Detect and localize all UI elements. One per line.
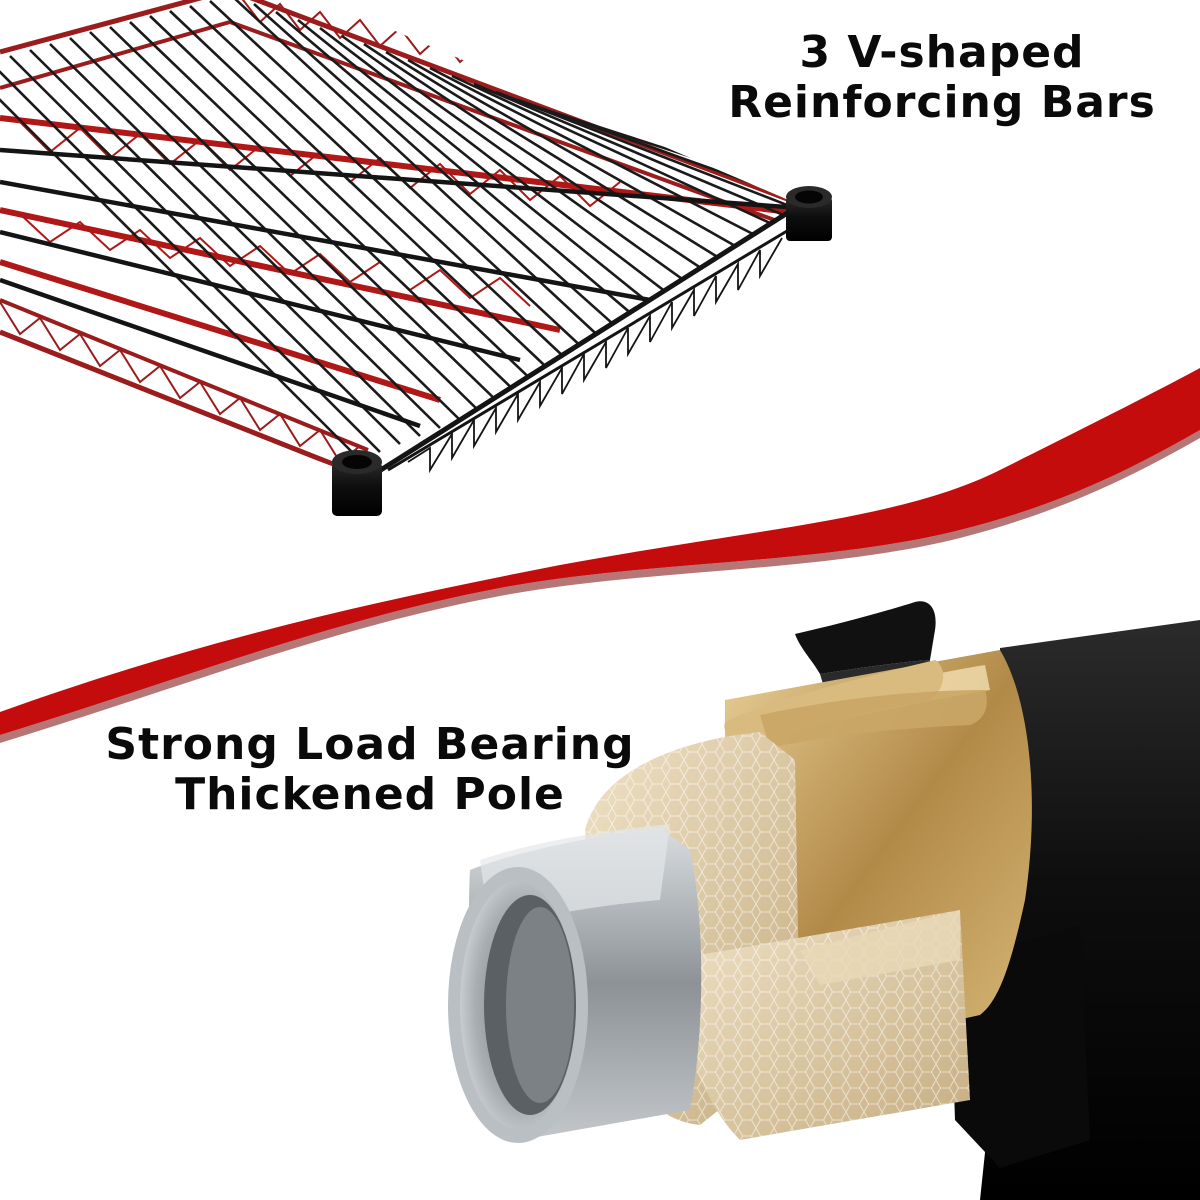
pole-layers-icon [448, 601, 1200, 1200]
headline-reinforcing-bars: 3 V-shaped Reinforcing Bars [712, 28, 1172, 127]
wire-shelf-icon [0, 0, 832, 516]
headline-top-line-2: Reinforcing Bars [728, 76, 1156, 128]
shelf-corner-sleeve [332, 450, 382, 516]
headline-bottom-line-1: Strong Load Bearing [105, 719, 635, 770]
headline-bottom-line-2: Thickened Pole [175, 768, 565, 820]
headline-top-line-1: 3 V-shaped [799, 27, 1085, 78]
shelf-corner-sleeve [786, 186, 832, 241]
headline-thickened-pole: Strong Load Bearing Thickened Pole [70, 720, 670, 819]
